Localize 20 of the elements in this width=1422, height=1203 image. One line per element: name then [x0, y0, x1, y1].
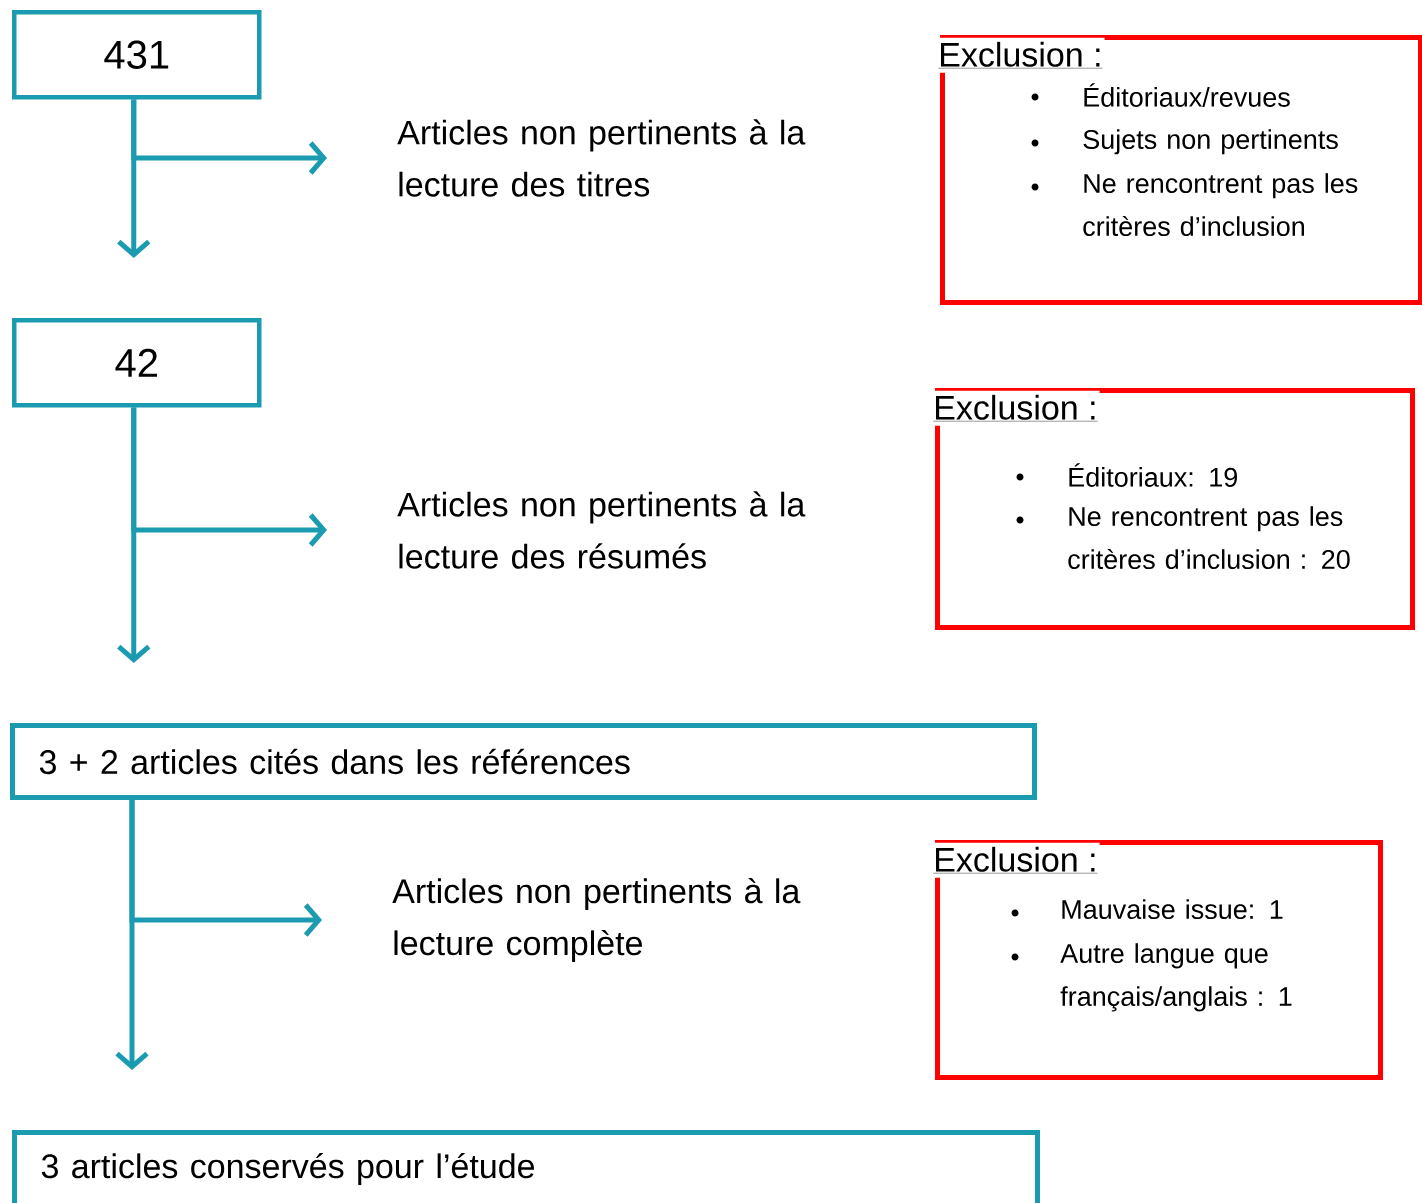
exclusion-item: Éditoriaux/revues [1084, 83, 1290, 107]
exclusion-item: Autre langue que français/anglais : 1 [1060, 943, 1292, 1012]
result-box: 3 articles conservés pour l’étude [12, 1130, 1040, 1203]
exclusion-item: Mauvaise issue: 1 [1062, 899, 1283, 920]
exclusion-item: Ne rencontrent pas les critères d’inclusion : 20 [1068, 506, 1350, 570]
exclusion-heading: Exclusion : [936, 37, 1105, 73]
result-box: 3 + 2 articles cités dans les références [10, 723, 1037, 800]
arrow [117, 407, 151, 663]
arrow [115, 800, 149, 1070]
count-box: 42 [12, 318, 262, 408]
exclusion-heading: Exclusion : [931, 390, 1100, 426]
exclusion-heading: Exclusion : [931, 842, 1100, 878]
exclusion-item: Éditoriaux: 19 [1069, 463, 1237, 487]
exclusion-item: Ne rencontrent pas les critères d’inclusion [1083, 173, 1358, 237]
step-text: Articles non pertinents à la lecture complète [392, 877, 801, 963]
step-text: Articles non pertinents à la lecture des résumés [397, 491, 806, 569]
exclusion-item: Sujets non pertinents [1083, 129, 1338, 155]
count-box: 431 [12, 10, 262, 100]
step-text: Articles non pertinents à la lecture des titres [397, 119, 806, 197]
arrow [117, 99, 151, 258]
